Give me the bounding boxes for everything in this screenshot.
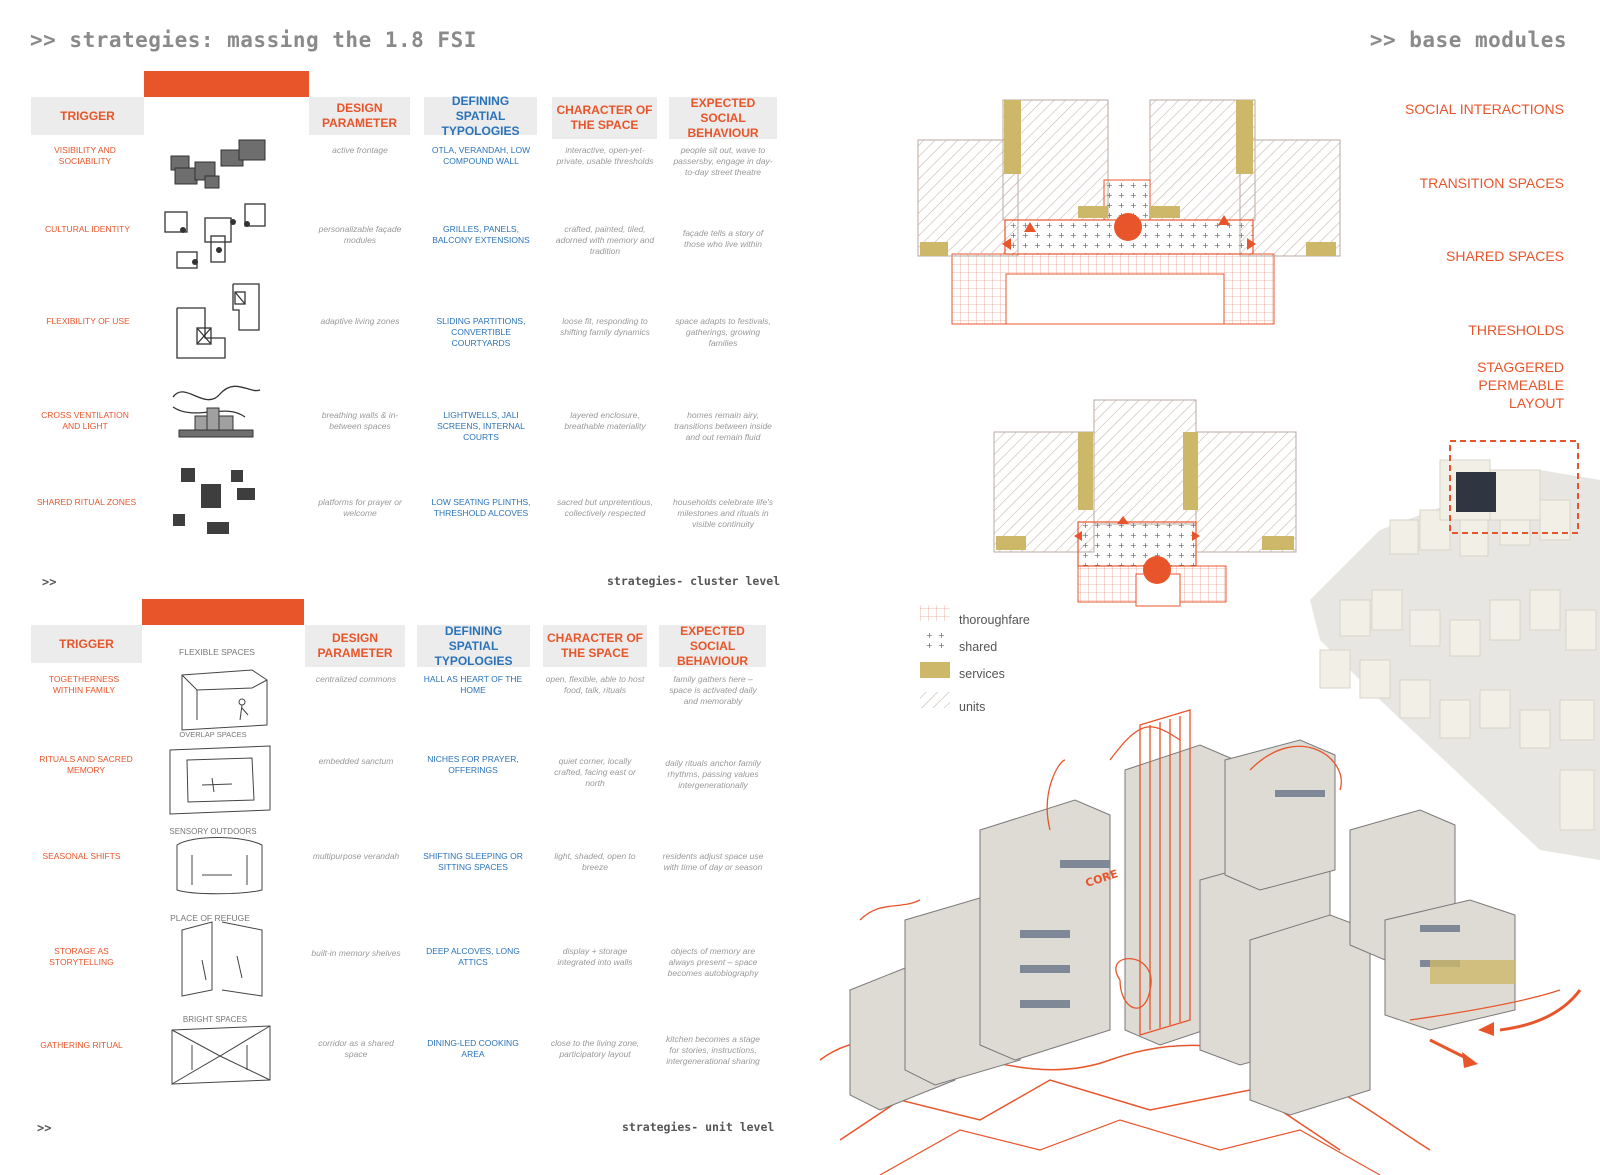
axonometric-sketch — [819, 709, 1582, 1175]
unit-behaviour-cell: family gathers here – space is activated… — [669, 674, 757, 706]
cluster-header-character: CHARACTER OF THE SPACE — [552, 97, 657, 139]
cluster-behaviour-cell: households celebrate life's milestones a… — [673, 497, 773, 529]
unit-parameter-cell: centralized commons — [315, 674, 397, 684]
unit-typology-cell: NICHES FOR PRAYER, OFFERINGS — [427, 754, 519, 775]
unit-header-design-parameter: DESIGN PARAMETER — [305, 625, 405, 667]
unit-character-cell: close to the living zone, participatory … — [550, 1038, 640, 1059]
unit-orange-bar — [142, 599, 304, 625]
unit-header-trigger: TRIGGER — [31, 625, 142, 663]
cluster-character-cell: layered enclosure, breathable materialit… — [564, 410, 646, 431]
unit-trigger-cell: STORAGE AS STORYTELLING — [49, 946, 114, 967]
cluster-parameter-cell: personalizable façade modules — [318, 224, 402, 245]
label-thresholds: THRESHOLDS — [1468, 322, 1564, 338]
cluster-chevron: >> — [42, 575, 57, 589]
cluster-model — [1310, 440, 1600, 860]
cluster-trigger-cell: CROSS VENTILATION AND LIGHT — [41, 410, 129, 431]
unit-character-cell: open, flexible, able to host food, talk,… — [545, 674, 645, 695]
cluster-header-design-parameter: DESIGN PARAMETER — [309, 97, 410, 135]
cluster-typology-cell: SLIDING PARTITIONS, CONVERTIBLE COURTYAR… — [436, 316, 526, 348]
unit-parameter-cell: multipurpose verandah — [312, 851, 400, 861]
sketch-label-overlap: OVERLAP SPACES — [179, 730, 247, 739]
cluster-header-behaviour: EXPECTED SOCIAL BEHAVIOUR — [669, 96, 777, 140]
cluster-typology-cell: OTLA, VERANDAH, LOW COMPOUND WALL — [431, 145, 531, 166]
unit-typology-cell: SHIFTING SLEEPING OR SITTING SPACES — [423, 851, 523, 872]
unit-header-spatial-typologies: DEFINING SPATIAL TYPOLOGIES — [417, 624, 530, 668]
right-page-title: >> base modules — [1369, 28, 1567, 52]
label-shared-spaces: SHARED SPACES — [1446, 248, 1564, 264]
unit-trigger-cell: GATHERING RITUAL — [40, 1040, 123, 1050]
legend-swatch-units — [920, 692, 950, 708]
cluster-behaviour-cell: people sit out, wave to passersby, engag… — [673, 145, 773, 177]
cluster-parameter-cell: adaptive living zones — [320, 316, 400, 326]
left-page-title: >> strategies: massing the 1.8 FSI — [30, 28, 477, 52]
legend-swatches — [920, 605, 950, 708]
unit-behaviour-cell: residents adjust space use with time of … — [662, 851, 764, 872]
cluster-parameter-cell: platforms for prayer or welcome — [318, 497, 402, 518]
unit-trigger-cell: RITUALS AND SACRED MEMORY — [39, 754, 133, 775]
unit-behaviour-cell: daily rituals anchor family rhythms, pas… — [665, 758, 761, 790]
unit-character-cell: light, shaded, open to breeze — [554, 851, 636, 872]
cluster-caption: strategies- cluster level — [607, 574, 781, 588]
sketch-label-refuge: PLACE OF REFUGE — [170, 913, 250, 923]
cluster-typology-cell: LIGHTWELLS, JALI SCREENS, INTERNAL COURT… — [437, 410, 525, 442]
unit-header-character: CHARACTER OF THE SPACE — [543, 625, 647, 667]
cluster-behaviour-cell: façade tells a story of those who live w… — [682, 228, 764, 249]
label-staggered-permeable-layout: STAGGERED PERMEABLE LAYOUT — [1477, 359, 1564, 411]
legend-shared: shared — [959, 640, 998, 654]
cluster-character-cell: interactive, open-yet-private, usable th… — [556, 145, 654, 166]
legend-units: units — [959, 700, 986, 714]
unit-character-cell: quiet corner, locally crafted, facing ea… — [554, 756, 636, 788]
unit-parameter-cell: corridor as a shared space — [318, 1038, 394, 1059]
cluster-behaviour-cell: space adapts to festivals, gatherings, g… — [675, 316, 771, 348]
unit-behaviour-cell: objects of memory are always present – s… — [667, 946, 759, 978]
legend-services: services — [959, 667, 1005, 681]
cluster-behaviour-cell: homes remain airy, transitions between i… — [674, 410, 772, 442]
cluster-trigger-cell: CULTURAL IDENTITY — [44, 224, 130, 234]
unit-caption: strategies- unit level — [622, 1120, 775, 1134]
cluster-orange-bar — [144, 71, 309, 97]
unit-parameter-cell: embedded sanctum — [318, 756, 394, 766]
sketch-label-flexible: FLEXIBLE SPACES — [179, 647, 255, 657]
unit-character-cell: display + storage integrated into walls — [557, 946, 633, 967]
unit-trigger-cell: TOGETHERNESS WITHIN FAMILY — [48, 674, 120, 695]
cluster-parameter-cell: active frontage — [332, 145, 388, 155]
label-social-interactions: SOCIAL INTERACTIONS — [1405, 101, 1564, 117]
legend-swatch-services — [920, 662, 950, 678]
sketch-label-sensory: SENSORY OUTDOORS — [169, 827, 257, 836]
unit-parameter-cell: built-in memory shelves — [311, 948, 401, 958]
cluster-character-cell: sacred but unpretentious, collectively r… — [557, 497, 653, 518]
cluster-trigger-cell: VISIBILITY AND SOCIABILITY — [54, 145, 116, 166]
highlight-box — [1449, 440, 1579, 534]
cluster-character-cell: crafted, painted, tiled, adorned with me… — [555, 224, 655, 256]
cluster-character-cell: loose fit, responding to shifting family… — [560, 316, 650, 337]
cluster-typology-cell: GRILLES, PANELS, BALCONY EXTENSIONS — [432, 224, 530, 245]
cluster-trigger-cell: SHARED RITUAL ZONES — [36, 497, 137, 507]
cluster-parameter-cell: breathing walls & in-between spaces — [321, 410, 399, 431]
cluster-typology-cell: LOW SEATING PLINTHS, THRESHOLD ALCOVES — [431, 497, 531, 518]
unit-sketches — [169, 669, 271, 1085]
plan-small — [993, 399, 1297, 607]
label-transition-spaces: TRANSITION SPACES — [1419, 175, 1564, 191]
unit-typology-cell: DINING-LED COOKING AREA — [427, 1038, 519, 1059]
cluster-pictograms — [164, 139, 266, 534]
unit-typology-cell: DEEP ALCOVES, LONG ATTICS — [426, 946, 520, 967]
unit-trigger-cell: SEASONAL SHIFTS — [42, 851, 121, 861]
cluster-trigger-cell: FLEXIBILITY OF USE — [46, 316, 130, 326]
legend-swatch-thoroughfare — [920, 605, 950, 621]
legend-thoroughfare: thoroughfare — [959, 613, 1030, 627]
unit-behaviour-cell: kitchen becomes a stage for stories, ins… — [665, 1034, 761, 1066]
unit-typology-cell: HALL AS HEART OF THE HOME — [423, 674, 523, 695]
cluster-header-spatial-typologies: DEFINING SPATIAL TYPOLOGIES — [424, 94, 537, 138]
plan-large — [917, 99, 1341, 325]
cluster-header-trigger: TRIGGER — [31, 97, 144, 135]
unit-chevron: >> — [37, 1121, 52, 1135]
legend-swatch-shared — [920, 633, 950, 649]
sketch-label-bright: BRIGHT SPACES — [182, 1015, 248, 1024]
unit-header-behaviour: EXPECTED SOCIAL BEHAVIOUR — [659, 624, 766, 668]
